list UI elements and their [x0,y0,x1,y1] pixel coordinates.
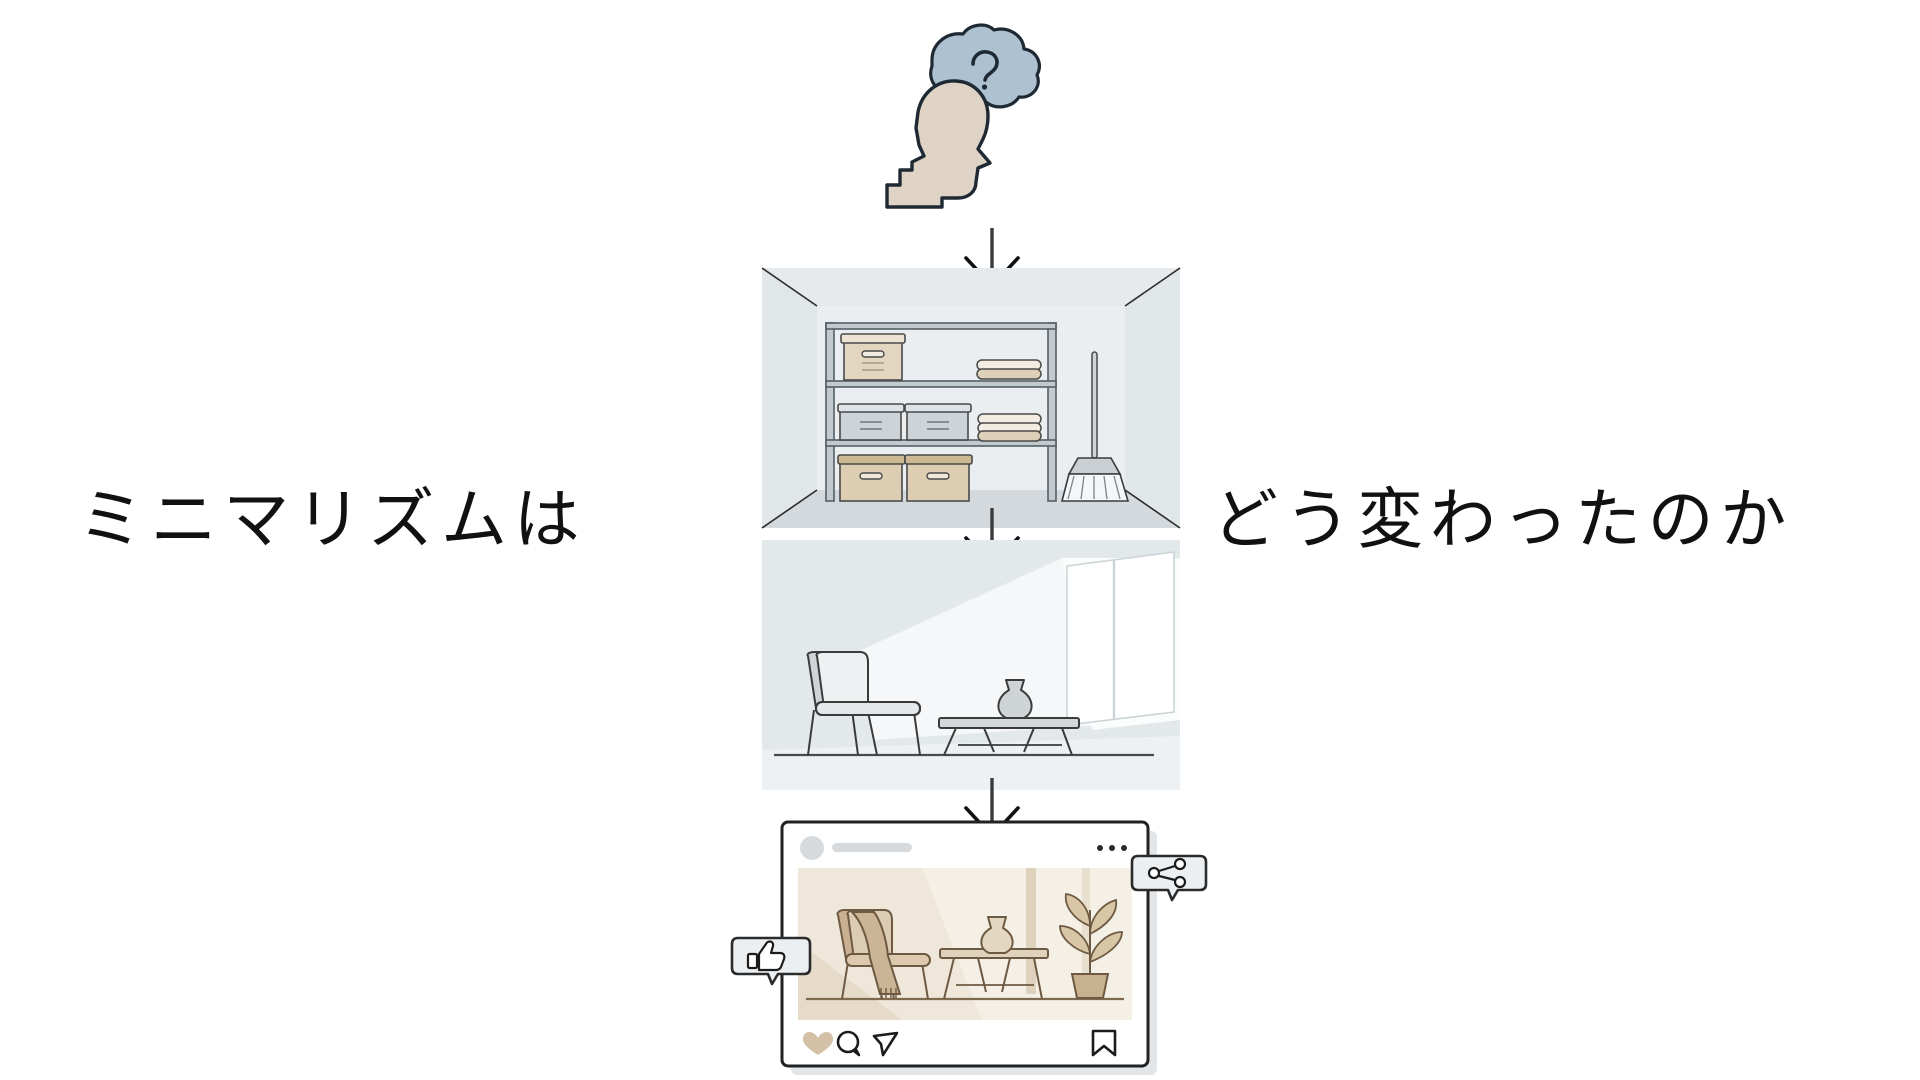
storage-box-top [840,333,906,381]
armchair-icon [806,651,921,756]
username-placeholder [832,843,912,852]
headline-right-segment: どう変わったのか [1212,481,1793,558]
person-thinking-illustration [880,18,1060,218]
share-icon [872,1031,899,1057]
head-profile-icon [885,79,992,209]
window-icon [1066,551,1175,726]
share-nodes-icon [1147,857,1187,889]
thumbs-up-icon [746,940,786,972]
storage-box-middle-1 [837,403,905,441]
coffee-table-icon [938,717,1080,756]
folded-towels-middle [977,413,1042,442]
photo-coffee-table [939,948,1049,1000]
like-icon [802,1032,834,1055]
broom-icon [1060,351,1130,502]
more-options-icon [1097,845,1127,851]
photo-armchair [836,909,931,1000]
post-header [800,836,1127,860]
share-badge [1130,854,1208,902]
folded-towels-top [976,359,1042,380]
headline-left-segment: ミニマリズムは [78,481,587,558]
cluttered-storage-room-illustration [761,267,1181,529]
comment-icon [836,1030,861,1057]
post-action-bar [802,1029,1117,1057]
social-media-post-card[interactable] [730,820,1208,1080]
photo-potted-plant [1059,892,1123,999]
post-photo [798,868,1132,1020]
storage-box-bottom-2 [904,454,973,502]
storage-box-middle-2 [904,403,972,441]
photo-vase [980,916,1014,954]
thumbs-up-badge [730,936,812,986]
minimalist-living-room-illustration [762,540,1180,790]
bookmark-icon [1091,1029,1117,1057]
storage-box-bottom-1 [837,454,906,502]
avatar [800,836,824,860]
vase-icon [997,679,1033,719]
